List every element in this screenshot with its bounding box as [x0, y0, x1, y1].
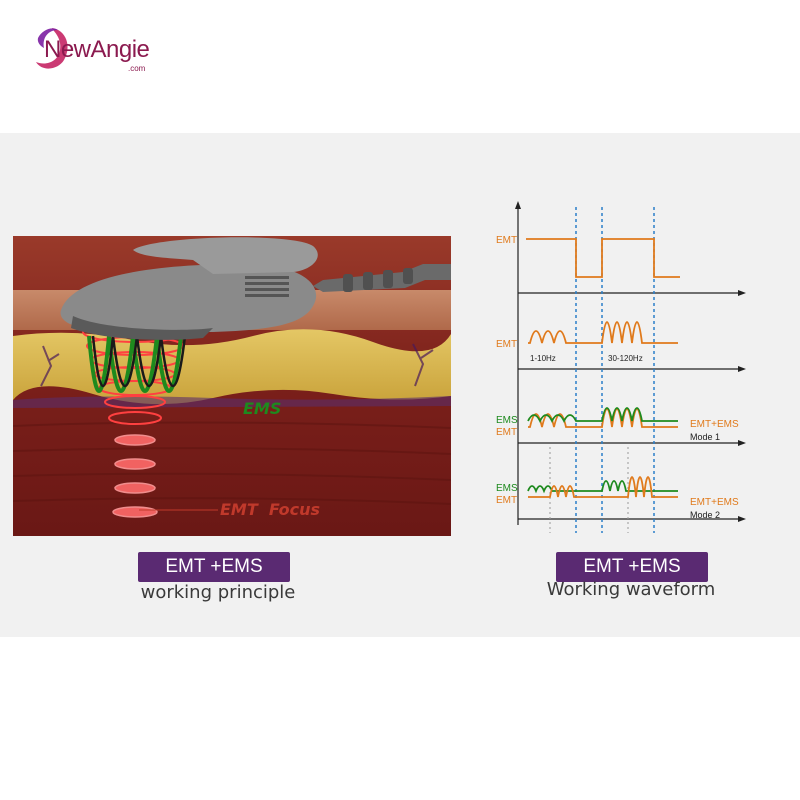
svg-text:EMS: EMS — [496, 483, 518, 494]
left-caption-badge: EMT +EMS — [138, 552, 290, 582]
svg-text:EMS: EMS — [496, 415, 518, 426]
mode2-ems-wave — [527, 480, 678, 494]
right-caption-badge: EMT +EMS — [556, 552, 708, 582]
svg-text:EMT: EMT — [496, 427, 517, 438]
row2-label: EMT — [496, 339, 517, 350]
freq-high-label: 30-120Hz — [608, 354, 643, 363]
brand-domain: .com — [128, 64, 146, 73]
ems-label: EMS — [243, 399, 281, 418]
mode2-label: Mode 2 — [690, 510, 720, 520]
freq-low-label: 1-10Hz — [530, 354, 556, 363]
left-caption-text: working principle — [140, 582, 296, 603]
mode1-ems-wave — [527, 407, 678, 424]
working-waveform-diagram: EMT EMT 1-10Hz 30-120Hz EMS EMT EMT+EMS … — [478, 195, 778, 535]
svg-text:EMT: EMT — [496, 495, 517, 506]
brand-name: NewAngie — [44, 36, 150, 63]
right-caption-text: Working waveform — [546, 579, 716, 600]
handpiece-device — [60, 237, 453, 340]
row1-label: EMT — [496, 235, 517, 246]
emt-focus-label: EMT Focus — [220, 500, 320, 519]
emt-burst-wave — [528, 321, 678, 344]
mode1-legend: EMT+EMS — [690, 419, 739, 430]
swirl-logo-icon — [36, 28, 68, 69]
mode1-label: Mode 1 — [690, 432, 720, 442]
brand-logo[interactable]: NewAngie .com — [32, 24, 172, 80]
mode2-legend: EMT+EMS — [690, 497, 739, 508]
emt-square-wave — [526, 238, 680, 278]
axes — [515, 201, 746, 525]
working-principle-illustration: EMS EMT Focus — [12, 236, 453, 536]
